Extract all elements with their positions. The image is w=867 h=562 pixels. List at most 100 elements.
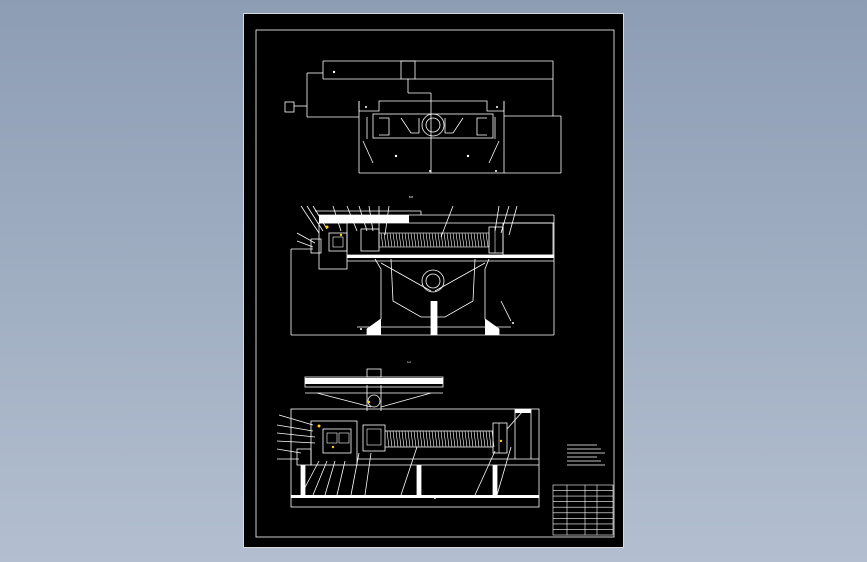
section-b-end-bearing — [488, 226, 504, 254]
top-view-line — [400, 117, 420, 134]
lead-screws — [378, 232, 495, 448]
thread-stroke — [467, 232, 471, 248]
thread-stroke — [410, 430, 414, 448]
thread-stroke — [386, 430, 390, 448]
leader-line — [494, 205, 500, 232]
section-b-screw-thread — [380, 232, 489, 248]
leader-line — [350, 452, 360, 496]
leader-line — [276, 440, 316, 444]
top-view-bearing-outer — [421, 113, 445, 137]
section-a-top-boss — [366, 368, 382, 378]
title-block-rows — [553, 490, 613, 530]
section-a-gear — [338, 432, 350, 444]
top-view — [284, 60, 562, 174]
mechanism-details — [326, 227, 500, 453]
thread-stroke — [422, 232, 426, 248]
thread-stroke — [461, 232, 465, 248]
section-a-line — [316, 392, 372, 408]
marker-dot — [496, 106, 498, 108]
thread-stroke — [491, 430, 495, 448]
section-a-end-bearing — [492, 422, 508, 454]
section-b-hatch — [347, 255, 554, 258]
section-b-housing-inner — [328, 232, 348, 252]
top-view-line — [358, 100, 505, 112]
thread-stroke — [443, 232, 447, 248]
thread-stroke — [428, 232, 432, 248]
thread-stroke — [464, 232, 468, 248]
thread-stroke — [479, 232, 483, 248]
section-a-gear — [326, 432, 338, 444]
leader-line — [312, 460, 328, 496]
leader-line — [296, 240, 314, 248]
thread-stroke — [392, 232, 396, 248]
thread-stroke — [404, 430, 408, 448]
thread-stroke — [434, 430, 438, 448]
accent-mark — [317, 424, 321, 428]
marker-dot — [495, 170, 497, 172]
leader-line — [276, 424, 314, 432]
leader-line — [300, 205, 320, 234]
inner-border-frame — [255, 29, 615, 538]
leader-line — [276, 448, 302, 454]
thread-stroke — [461, 430, 465, 448]
thread-stroke — [395, 232, 399, 248]
thread-stroke — [380, 232, 384, 248]
section-a-hatch — [291, 495, 539, 498]
thread-stroke — [458, 232, 462, 248]
thread-stroke — [488, 430, 492, 448]
thread-stroke — [386, 232, 390, 248]
section-a-base-frame — [290, 408, 540, 508]
thread-stroke — [425, 430, 429, 448]
marker-dot — [429, 170, 431, 172]
thread-stroke — [449, 430, 453, 448]
thread-stroke — [428, 430, 432, 448]
marker-dot — [434, 497, 436, 499]
thread-stroke — [452, 232, 456, 248]
section-a-view — [276, 368, 540, 508]
accent-mark — [331, 445, 335, 449]
thread-stroke — [392, 430, 396, 448]
top-view-line — [379, 117, 390, 136]
marker-dot — [394, 154, 398, 158]
leader-line — [508, 205, 518, 236]
leader-line — [440, 205, 454, 238]
section-b-hatch — [367, 319, 381, 335]
thread-stroke — [401, 430, 405, 448]
section-a-housing-inner — [322, 428, 352, 454]
thread-stroke — [446, 430, 450, 448]
accent-mark — [325, 225, 329, 229]
thread-stroke — [470, 232, 474, 248]
leader-line — [500, 205, 510, 234]
leader-line — [500, 300, 512, 322]
section-a-hatch — [305, 378, 443, 384]
thread-stroke — [407, 430, 411, 448]
thread-stroke — [413, 232, 417, 248]
thread-stroke — [440, 232, 444, 248]
marker-dot — [365, 106, 367, 108]
thread-stroke — [413, 430, 417, 448]
thread-stroke — [395, 430, 399, 448]
thread-stroke — [458, 430, 462, 448]
thread-stroke — [398, 430, 402, 448]
title-block-frame — [552, 484, 614, 536]
section-a-nut — [362, 424, 386, 452]
section-b-handle — [310, 238, 322, 254]
section-b-label: B-B — [409, 196, 413, 199]
leader-line — [364, 452, 372, 496]
section-b-nut — [360, 228, 380, 252]
thread-stroke — [398, 232, 402, 248]
accent-mark — [339, 233, 343, 237]
thread-stroke — [467, 430, 471, 448]
top-view-line — [488, 140, 500, 164]
marker-dot — [466, 154, 470, 158]
top-view-line — [362, 140, 374, 164]
thread-stroke — [464, 430, 468, 448]
section-a-line — [380, 392, 432, 408]
section-b-line — [380, 262, 432, 292]
thread-stroke — [419, 430, 423, 448]
technical-notes — [567, 444, 605, 466]
section-a-screw-thread — [386, 430, 495, 448]
top-view-knob — [284, 101, 295, 113]
thread-stroke — [470, 430, 474, 448]
